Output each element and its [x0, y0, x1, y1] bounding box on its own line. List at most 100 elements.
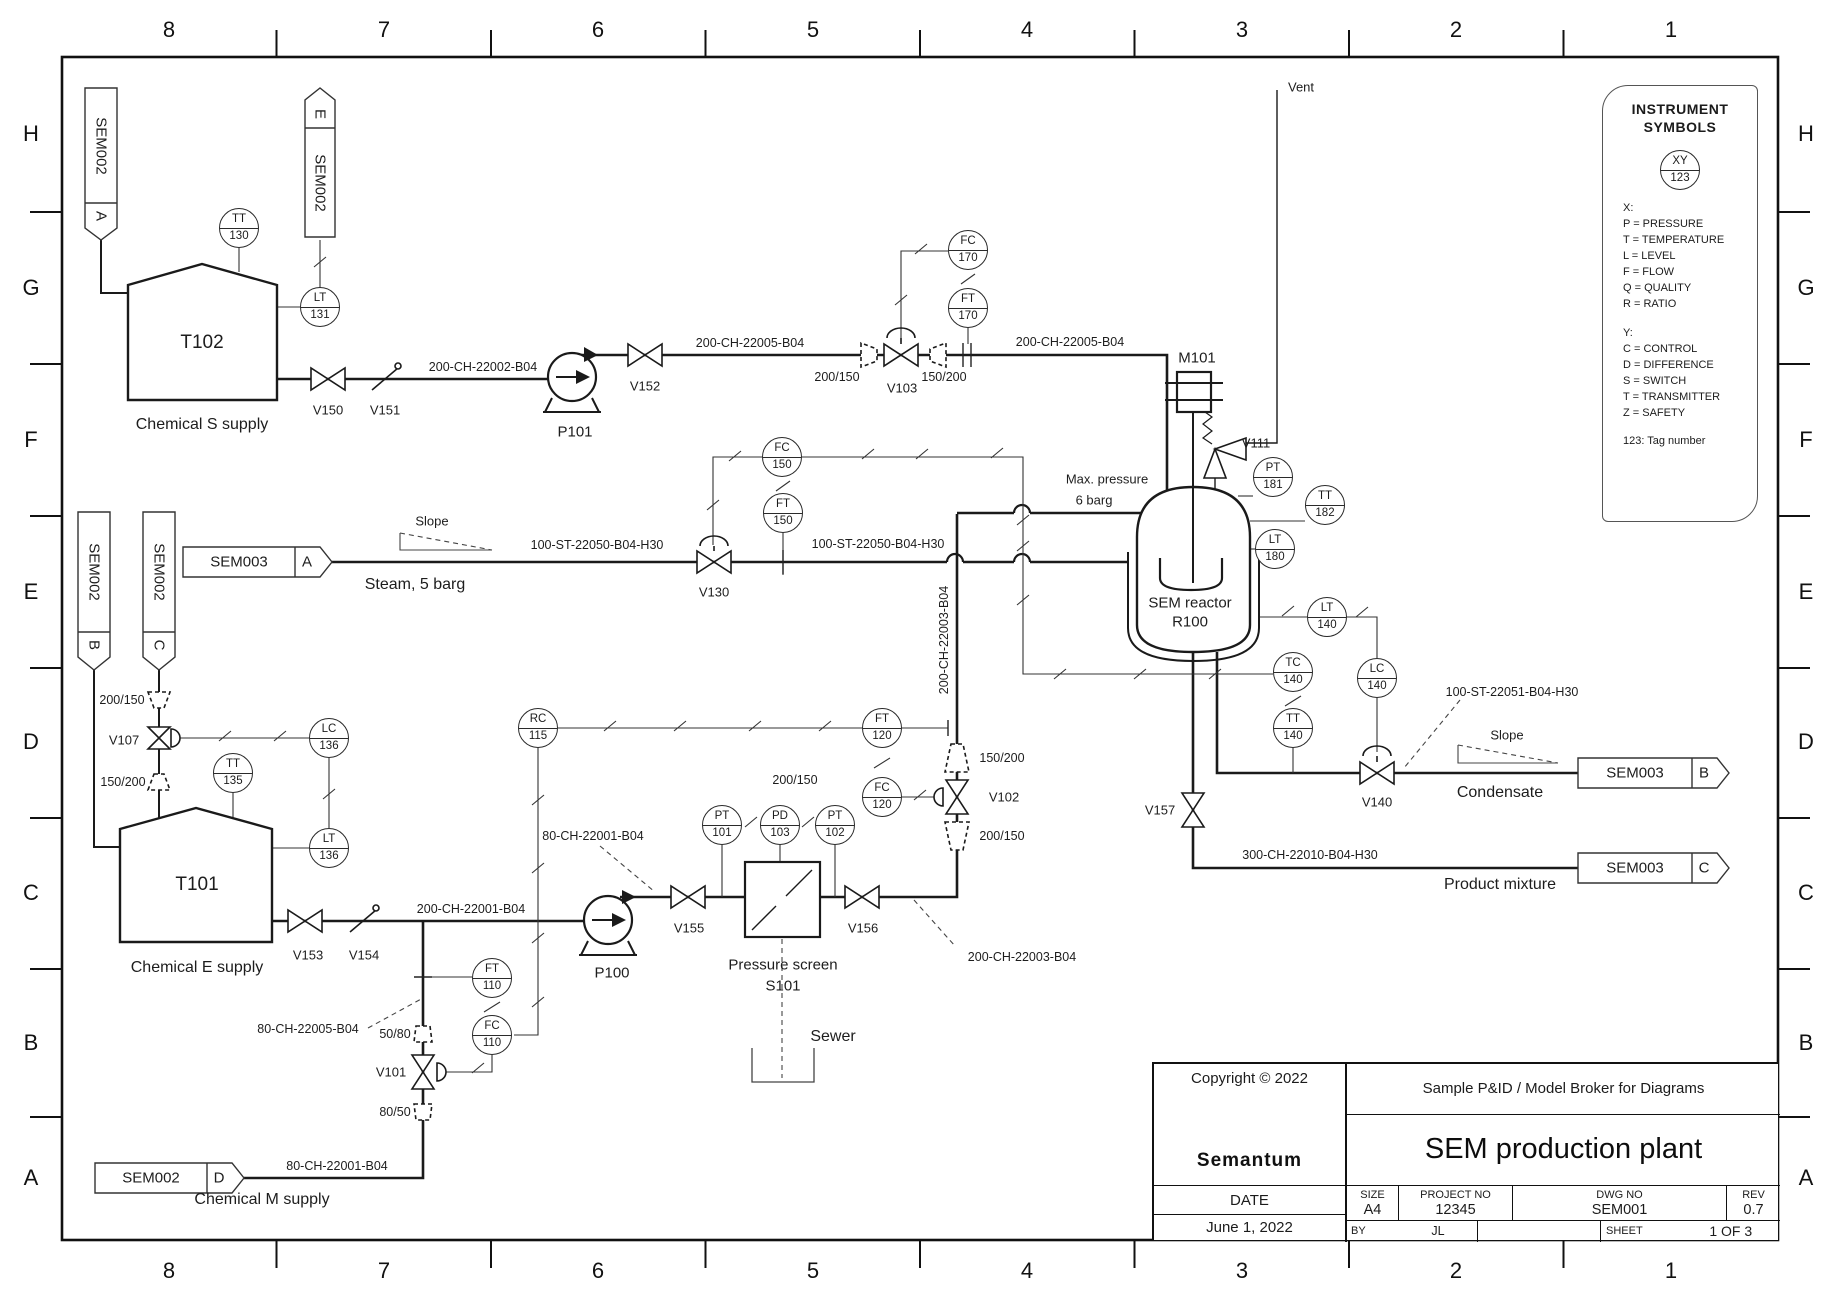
pipe-product — [1191, 650, 1578, 870]
valve-v107 — [146, 726, 181, 750]
valve-v152 — [627, 342, 663, 368]
legend-y-item: D = DIFFERENCE — [1623, 359, 1714, 372]
tanks — [118, 262, 279, 944]
legend-y-item: C = CONTROL — [1623, 343, 1698, 356]
rev-label: REV — [1742, 1189, 1765, 1201]
legend-x-item: R = RATIO — [1623, 298, 1677, 311]
valve-v153 — [287, 908, 323, 934]
tank-t102 — [126, 262, 279, 402]
pipe-screen-outlet-riser — [820, 514, 959, 899]
size-value: A4 — [1363, 1202, 1382, 1218]
signal-lines — [177, 240, 1378, 1073]
reactor-jacket — [1127, 552, 1260, 663]
pipe-chem-hop — [1012, 503, 1032, 514]
flag-sem003-c — [1577, 852, 1730, 884]
pump-p100 — [579, 890, 637, 956]
sheet-label: SHEET — [1606, 1225, 1643, 1237]
flag-sem003-b — [1577, 757, 1730, 789]
title-block-right: Sample P&ID / Model Broker for Diagrams … — [1347, 1064, 1780, 1242]
agitator-impeller — [1158, 558, 1224, 592]
valve-v150 — [310, 366, 346, 392]
process-pipes — [244, 353, 1578, 1180]
valve-v151 — [371, 362, 402, 391]
pump-p101 — [543, 347, 601, 413]
copyright-text: Copyright © 2022 — [1191, 1070, 1308, 1087]
valve-v154 — [349, 904, 380, 933]
reducer-80-50 — [413, 1103, 433, 1121]
connector-pipes — [93, 90, 1278, 848]
by-cell: BY JL — [1347, 1221, 1478, 1242]
pipe-steam-hops — [945, 552, 1032, 563]
signal-slashes — [218, 243, 1369, 1074]
by-value: JL — [1431, 1224, 1445, 1238]
legend-x-list: X: P = PRESSURE T = TEMPERATURE L = LEVEL F… — [1603, 200, 1757, 312]
legend-y-item: S = SWITCH — [1623, 375, 1687, 388]
sheet-cell: SHEET 1 OF 3 — [1601, 1221, 1780, 1242]
sewer-funnel — [751, 1048, 815, 1083]
tank-t101 — [118, 806, 274, 944]
legend-x-item: T = TEMPERATURE — [1623, 234, 1725, 247]
legend-example-top: XY — [1672, 155, 1688, 168]
legend-example-bubble: XY 123 — [1660, 150, 1700, 191]
company-name: Semantum — [1196, 1150, 1303, 1171]
project-cell: PROJECT NO 12345 — [1399, 1186, 1513, 1220]
dwg-value: SEM001 — [1591, 1202, 1648, 1218]
sheet-border — [30, 30, 1810, 1268]
flag-sem002-b — [77, 511, 111, 671]
project-value: 12345 — [1435, 1202, 1476, 1218]
project-label: PROJECT NO — [1420, 1189, 1491, 1201]
valve-v157 — [1180, 792, 1206, 828]
legend-y-header: Y: — [1623, 327, 1633, 340]
legend-title: INSTRUMENT SYMBOLS — [1603, 100, 1757, 136]
leader-lines — [367, 699, 1461, 1078]
instrument-symbols-legend: INSTRUMENT SYMBOLS XY 123 X: P = PRESSUR… — [1602, 85, 1758, 522]
legend-x-item: L = LEVEL — [1623, 250, 1676, 263]
flag-sem002-d — [94, 1162, 245, 1194]
legend-title-line1: INSTRUMENT — [1631, 101, 1729, 117]
valve-v101 — [410, 1054, 447, 1090]
legend-y-list: Y: C = CONTROL D = DIFFERENCE S = SWITCH T … — [1603, 325, 1757, 421]
reducer-200-150-b — [146, 691, 172, 709]
pipe-condensate — [1215, 652, 1578, 775]
by-label: BY — [1351, 1225, 1366, 1237]
rev-cell: REV 0.7 — [1727, 1186, 1780, 1220]
reducer-50-80 — [413, 1025, 433, 1043]
valve-v103 — [883, 327, 919, 368]
sheet-value: 1 OF 3 — [1709, 1223, 1753, 1239]
reducer-200-150-a — [860, 341, 878, 369]
size-label: SIZE — [1360, 1189, 1385, 1201]
legend-y-item: Z = SAFETY — [1623, 407, 1686, 420]
legend-y-item: T = TRANSMITTER — [1623, 391, 1721, 404]
valve-v156 — [844, 884, 880, 910]
flag-sem002-e — [304, 87, 336, 238]
document-title: Sample P&ID / Model Broker for Diagrams — [1422, 1080, 1705, 1097]
legend-x-item: Q = QUALITY — [1623, 282, 1692, 295]
reactor-r100 — [1127, 412, 1260, 663]
legend-x-item: F = FLOW — [1623, 266, 1675, 279]
dwg-cell: DWG NO SEM001 — [1513, 1186, 1727, 1220]
valve-v102 — [933, 779, 970, 815]
valves — [146, 327, 1395, 1121]
motor-m101 — [1165, 370, 1223, 414]
reducer-150-200-a — [929, 341, 947, 369]
valve-v130 — [696, 535, 732, 575]
drawing-title: SEM production plant — [1347, 1114, 1780, 1185]
flag-sem002-c — [142, 511, 176, 671]
flag-sem002-a — [84, 87, 118, 241]
legend-title-line2: SYMBOLS — [1643, 119, 1717, 136]
orifice-ft170 — [962, 343, 972, 367]
size-cell: SIZE A4 — [1347, 1186, 1399, 1220]
legend-x-header: X: — [1623, 202, 1634, 215]
reducer-150-200-c — [944, 743, 970, 773]
legend-x-item: P = PRESSURE — [1623, 218, 1704, 231]
slope-symbols — [399, 532, 1559, 764]
valve-v111-safety — [1201, 411, 1247, 479]
empty-cell — [1478, 1221, 1601, 1242]
reducer-150-200-b — [146, 773, 172, 791]
rev-value: 0.7 — [1743, 1202, 1764, 1218]
title-block-left: Copyright © 2022 Semantum DATE June 1, 2… — [1154, 1064, 1347, 1242]
reducer-200-150-c — [944, 821, 970, 851]
valve-v140 — [1359, 745, 1395, 786]
